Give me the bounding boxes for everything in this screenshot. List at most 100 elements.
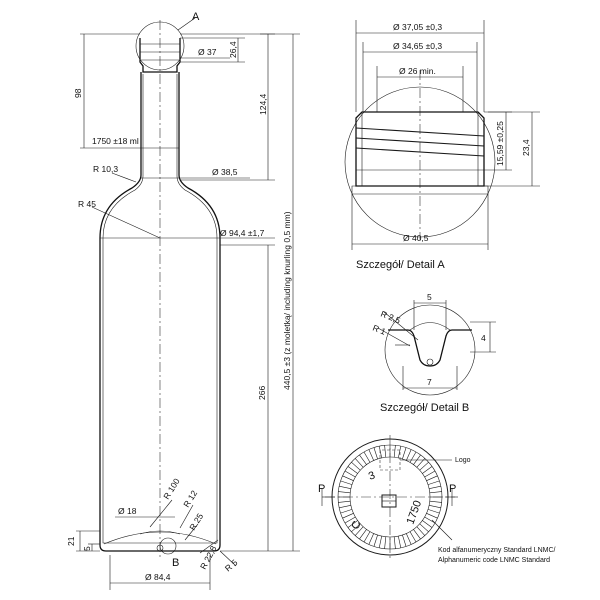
neck-diameter-label: Ø 38,5: [212, 167, 238, 177]
knurl-tick: [427, 509, 440, 514]
knurl-tick: [342, 513, 354, 519]
detail-b-profile: [388, 329, 472, 367]
knurl-tick: [354, 526, 364, 536]
bottle-view: A Ø 37 26,4 98 1750 ±18 ml 124,4 Ø 3: [66, 11, 300, 590]
detail-b-circle: [384, 304, 476, 396]
base-code-caption-line2: Alphanumeric code LNMC Standard: [438, 557, 550, 564]
detail-a-outer-diameter-label: Ø 37,05 ±0,3: [393, 22, 442, 32]
knurl-tick: [344, 516, 356, 524]
body-height-label: 266: [257, 386, 267, 400]
knurl-tick: [359, 529, 367, 540]
knurl-tick: [373, 447, 378, 460]
knurl-tick: [347, 466, 358, 474]
base-logo-label: Logo: [455, 457, 471, 464]
fill-depth-label: 98: [73, 88, 83, 98]
knurl-tick: [402, 447, 407, 460]
knurl-tick: [419, 523, 429, 533]
knurl-tick: [384, 445, 387, 458]
knurl-tick: [426, 513, 438, 519]
knurl-tick: [339, 485, 351, 489]
detail-b-radius-25-label: R 2,5: [379, 309, 402, 326]
knurl-tick: [424, 470, 436, 478]
knurl-tick: [363, 531, 371, 543]
knurl-tick: [393, 536, 396, 549]
knurl-tick: [413, 529, 421, 540]
punt-radius-label: R 100: [161, 476, 182, 501]
base-radius-22-label: R 22,8: [198, 544, 219, 571]
detail-b-width-bottom-label: 7: [427, 377, 432, 387]
finish-diameter-label: Ø 37: [198, 47, 217, 57]
knurl-tick: [339, 505, 351, 509]
knurl-tick: [406, 449, 412, 461]
base-number-label: 3: [367, 469, 377, 482]
knurl-tick: [373, 534, 378, 547]
capacity-label: 1750 ±18 ml: [92, 136, 139, 146]
knurl-tick: [427, 480, 440, 485]
body-diameter-label: Ø 94,4 ±1,7: [220, 228, 265, 238]
detail-a-marker-circle: [135, 21, 185, 71]
knurl-tick: [424, 516, 436, 524]
bottle-finish-outline: [139, 38, 181, 73]
base-left-marker: P: [318, 483, 325, 495]
base-code-view: Logo 3 C 1750 P P Kod alfanumeryczny Sta…: [318, 435, 556, 564]
heel-radius-25-label: R 25: [187, 511, 205, 532]
knurl-tick: [354, 458, 364, 468]
knurl-tick: [363, 451, 371, 463]
detail-a-caption: Szczegół/ Detail A: [356, 259, 445, 271]
shoulder-radius-label: R 45: [78, 199, 96, 209]
knurl-tick: [429, 505, 441, 509]
knurl-tick: [344, 470, 356, 478]
knurl-tick: [378, 446, 382, 458]
detail-a-view: Ø 37,05 ±0,3 Ø 34,65 ±0,3 Ø 26 min. 15,5…: [344, 20, 540, 271]
detail-a-thread-diameter-label: Ø 34,65 ±0,3: [393, 41, 442, 51]
base-right-marker: P: [449, 483, 456, 495]
detail-a-marker: A: [192, 11, 200, 23]
neck-height-label: 124,4: [258, 93, 268, 115]
finish-height-label: 26,4: [228, 41, 238, 58]
knurl-tick: [416, 526, 426, 536]
heel-radius-12-label: R 12: [181, 488, 199, 509]
detail-a-bore-min-label: Ø 26 min.: [399, 66, 436, 76]
detail-a-finish-height-label: 23,4: [521, 139, 531, 156]
knurl-tick: [368, 533, 374, 545]
knurl-tick: [340, 480, 353, 485]
knurl-tick: [406, 533, 412, 545]
detail-b-marker-circle: [159, 537, 177, 555]
knurl-tick: [402, 534, 407, 547]
knurl-tick: [429, 491, 442, 494]
detail-b-view: 5 R 2,5 R 1 4 7 Szczegół/ Detail B: [371, 292, 496, 414]
knurl-tick: [351, 461, 361, 471]
knurl-tick: [338, 500, 351, 503]
detail-b-depth-label: 4: [481, 333, 486, 343]
detail-a-bead-height-label: 15,59 ±0,25: [495, 121, 505, 166]
heel-height-label: 21: [66, 536, 76, 546]
knurl-tick: [342, 475, 354, 481]
knurl-tick: [429, 500, 442, 503]
base-step-label: 5: [82, 546, 92, 551]
punt-diameter-label: Ø 18: [118, 506, 137, 516]
detail-b-marker: B: [172, 557, 179, 569]
knurl-tick: [378, 536, 382, 548]
base-diameter-label: Ø 84,4: [145, 572, 171, 582]
knurl-tick: [398, 536, 402, 548]
knurl-tick: [384, 536, 387, 549]
base-code-caption-line1: Kod alfanumeryczny Standard LNMC/: [438, 547, 556, 554]
knurl-tick: [347, 520, 358, 528]
detail-b-radius-1-label: R 1: [371, 323, 387, 337]
knurl-tick: [351, 523, 361, 533]
knurl-tick: [393, 445, 396, 458]
total-height-label: 440,5 ±3 (z moletką/ including knurling …: [282, 211, 292, 390]
knurl-tick: [409, 451, 417, 463]
knurl-tick: [368, 449, 374, 461]
neck-radius-label: R 10,3: [93, 164, 118, 174]
knurl-tick: [429, 485, 441, 489]
base-letter-mark: C: [350, 519, 364, 531]
knurl-tick: [422, 520, 433, 528]
knurl-tick: [398, 446, 402, 458]
knurl-tick: [359, 454, 367, 465]
knurl-tick: [426, 475, 438, 481]
base-radius-5-label: R 5: [223, 557, 240, 573]
detail-b-width-top-label: 5: [427, 292, 432, 302]
detail-b-caption: Szczegół/ Detail B: [380, 402, 469, 414]
